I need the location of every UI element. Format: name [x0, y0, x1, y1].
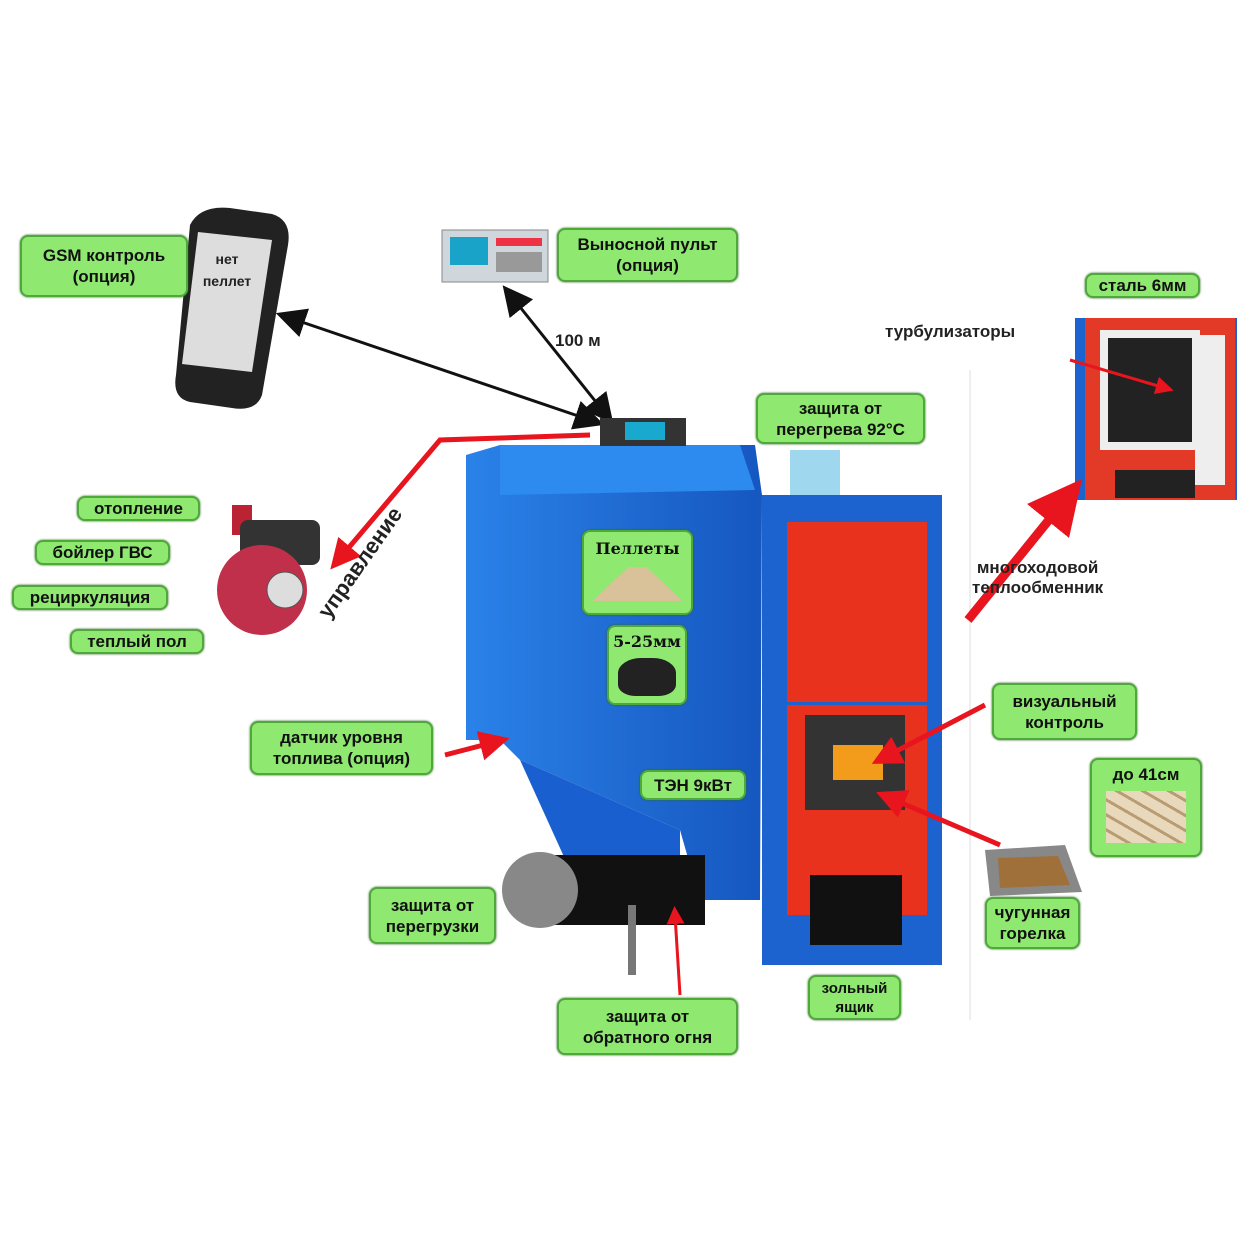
heating-label: отопление: [77, 496, 200, 521]
label-line: датчик уровня: [280, 728, 403, 747]
label-line: защита от: [798, 398, 883, 418]
label-line: ящик: [835, 998, 874, 1016]
firewood-icon: [1106, 791, 1186, 843]
remote-panel-label: Выносной пульт (опция): [557, 228, 738, 282]
distance-text: 100 м: [555, 331, 601, 350]
label-line: GSM контроль: [42, 246, 166, 265]
label-line: визуальный: [1012, 691, 1117, 711]
phone-icon: [175, 207, 289, 409]
label-line: Выносной пульт: [577, 235, 718, 254]
cast-iron-burner-label: чугунная горелка: [985, 897, 1080, 949]
label-line: до 41см: [1112, 765, 1180, 784]
label-line: защита от: [605, 1006, 690, 1026]
heat-exchanger-photo: [1075, 318, 1237, 500]
steel-label: сталь 6мм: [1085, 273, 1200, 298]
label-line: чугунная: [994, 903, 1071, 922]
recirculation-label: рециркуляция: [12, 585, 168, 610]
coal-icon: [618, 658, 676, 696]
heating-element-label: ТЭН 9кВт: [640, 770, 746, 800]
phone-line-2: пеллет: [202, 273, 252, 289]
boiler-dhw-label: бойлер ГВС: [35, 540, 170, 565]
label-line: защита от: [390, 895, 475, 915]
phone-line-1: нет: [215, 251, 239, 267]
label-line: перегрузки: [385, 916, 480, 936]
label-line: горелка: [999, 924, 1066, 943]
turbulators-text: турбулизаторы: [885, 322, 1016, 341]
boiler-body: [466, 418, 942, 975]
text-line: многоходовой: [976, 558, 1099, 577]
phone-screen-text: нет пеллет: [202, 248, 252, 292]
wood-length-label: до 41см: [1090, 758, 1202, 857]
remote-panel-icon: [441, 229, 549, 283]
label-line: зольный: [821, 979, 888, 997]
circulation-pump-icon: [217, 505, 320, 635]
coal-size-label: 5-25мм: [607, 625, 687, 705]
label-line: (опция): [616, 256, 679, 275]
red-arrows: [330, 358, 1174, 996]
label-line: Пеллеты: [595, 539, 680, 558]
label-line: контроль: [1025, 712, 1104, 732]
label-line: обратного огня: [582, 1027, 713, 1047]
label-line: топлива (опция): [272, 749, 411, 768]
text-line: теплообменник: [972, 578, 1104, 597]
gsm-control-label: GSM контроль (опция): [20, 235, 188, 297]
fuel-level-sensor-label: датчик уровня топлива (опция): [250, 721, 433, 775]
label-line: 5-25мм: [613, 632, 681, 651]
label-line: перегрева 92°C: [776, 419, 905, 439]
cast-iron-burner-icon: [985, 845, 1082, 896]
label-line: (опция): [72, 267, 136, 286]
pellets-icon: [592, 567, 683, 601]
pellets-label: Пеллеты: [582, 530, 693, 615]
floor-heating-label: теплый пол: [70, 629, 204, 654]
